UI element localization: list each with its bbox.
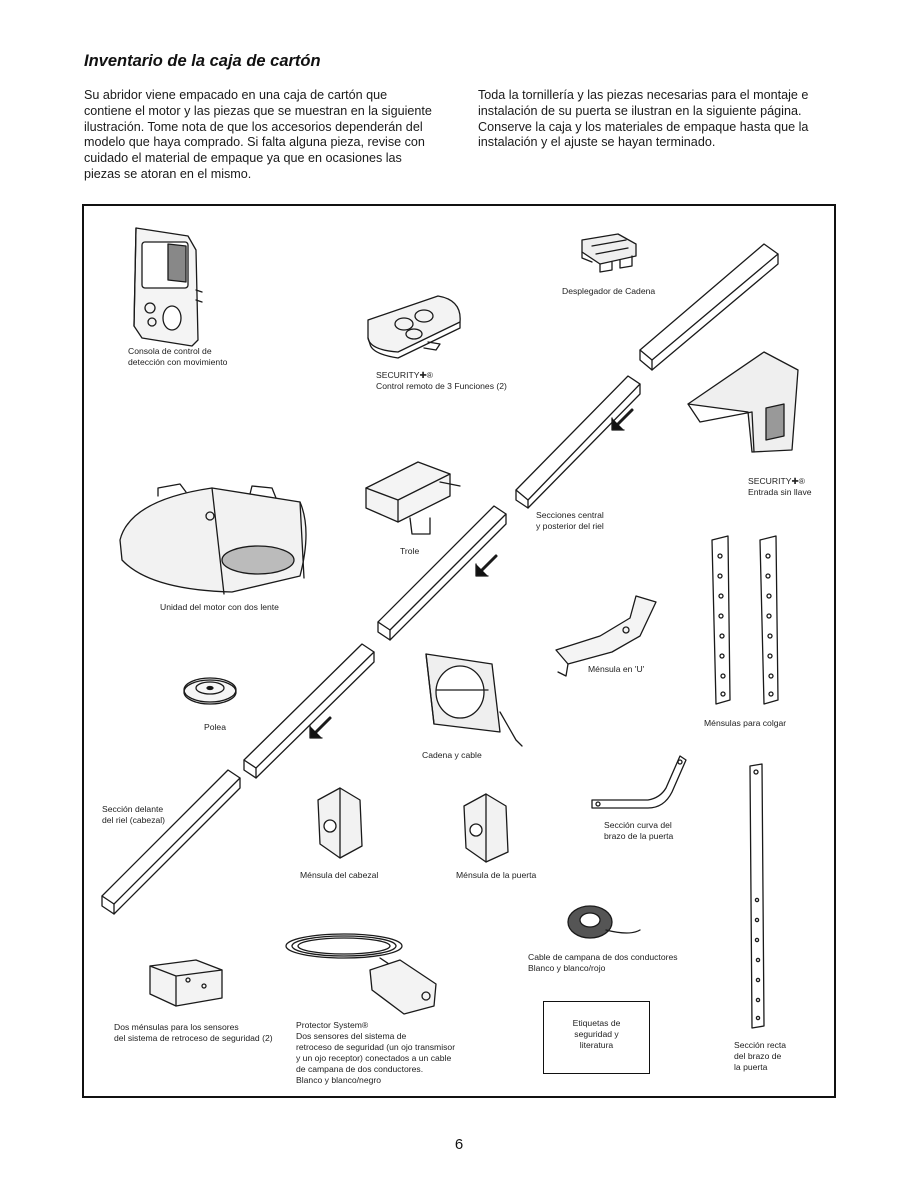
label-door-bracket: Ménsula de la puerta <box>456 870 537 880</box>
remote-control-illustration <box>367 295 461 359</box>
label-chain-spreader: Desplegador de Cadena <box>562 286 656 296</box>
hanging-brackets-illustration <box>711 535 779 705</box>
label-chain-and-cable: Cadena y cable <box>422 750 482 760</box>
label-protector-system: Protector System® Dos sensores del siste… <box>296 1020 456 1085</box>
pulley-illustration <box>183 677 237 705</box>
rail-sections-illustration <box>101 243 779 915</box>
bell-wire-illustration <box>567 905 641 939</box>
label-sensor-brackets: Dos ménsulas para los sensores del siste… <box>114 1022 273 1043</box>
label-pulley: Polea <box>204 722 226 732</box>
label-u-bracket: Ménsula en 'U' <box>588 664 645 674</box>
label-motor-unit: Unidad del motor con dos lente <box>160 602 279 612</box>
label-rail-sections: Secciones central y posterior del riel <box>536 510 604 531</box>
straight-arm-illustration <box>749 763 765 1029</box>
sensor-brackets-illustration <box>149 959 223 1007</box>
intro-paragraph-left: Su abridor viene empacado en una caja de… <box>84 88 432 181</box>
curved-arm-illustration <box>591 755 687 809</box>
safety-labels-box: Etiquetas de seguridad y literatura <box>543 1001 650 1074</box>
label-keyless-entry: SECURITY✚® Entrada sin llave <box>748 476 812 497</box>
label-trolley: Trole <box>400 546 420 556</box>
label-control-console: Consola de control de detección con movi… <box>128 346 228 367</box>
label-remote-control: SECURITY✚® Control remoto de 3 Funciones… <box>376 370 507 391</box>
label-header-bracket: Ménsula del cabezal <box>300 870 379 880</box>
label-safety-literature: Etiquetas de seguridad y literatura <box>572 1018 621 1050</box>
u-bracket-illustration <box>555 595 657 677</box>
chain-spreader-illustration <box>581 233 637 273</box>
label-hanging-brackets: Ménsulas para colgar <box>704 718 787 728</box>
intro-paragraph-right: Toda la tornillería y las piezas necesar… <box>478 88 809 150</box>
page-title: Inventario de la caja de cartón <box>84 52 321 70</box>
motor-unit-illustration <box>119 483 307 595</box>
chain-cable-illustration <box>425 653 523 747</box>
label-bell-wire: Cable de campana de dos conductores Blan… <box>528 952 678 973</box>
keyless-entry-illustration <box>687 351 799 453</box>
protector-system-illustration <box>285 933 437 1015</box>
header-bracket-illustration <box>317 787 363 859</box>
control-console-illustration <box>133 227 203 347</box>
label-front-rail-section: Sección delante del riel (cabezal) <box>102 804 166 825</box>
inventory-frame <box>82 204 836 1098</box>
label-straight-arm: Sección recta del brazo de la puerta <box>734 1040 787 1072</box>
label-curved-arm: Sección curva del brazo de la puerta <box>604 820 674 841</box>
trolley-illustration <box>365 461 461 535</box>
page-number: 6 <box>454 1136 464 1153</box>
door-bracket-illustration <box>463 793 509 863</box>
